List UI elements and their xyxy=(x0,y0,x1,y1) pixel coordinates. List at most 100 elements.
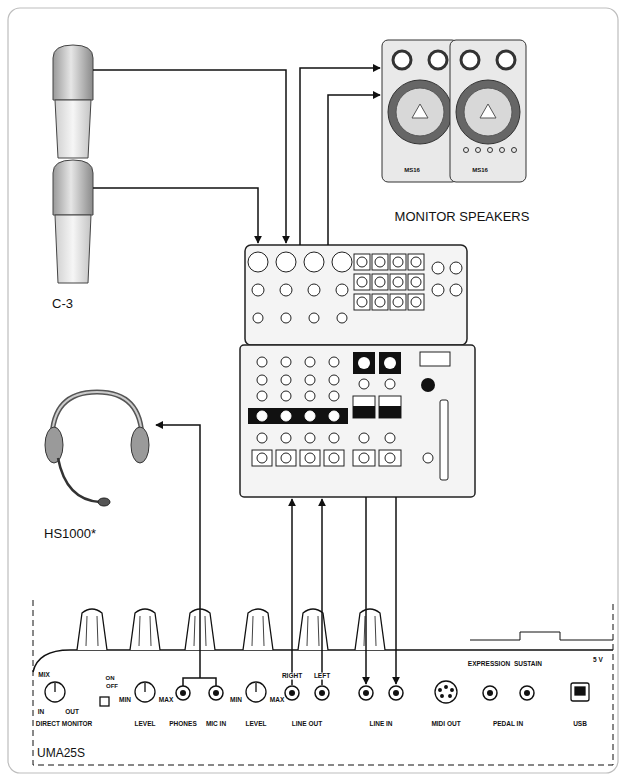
illustration-part xyxy=(375,257,385,267)
device-name: HS1000* xyxy=(44,526,150,541)
illustration-part xyxy=(281,391,291,401)
illustration-part xyxy=(354,294,370,310)
panel-label: LEVEL xyxy=(245,721,268,728)
illustration-part xyxy=(390,294,406,310)
illustration-part xyxy=(365,497,367,684)
device-group: MONITOR SPEAKERS xyxy=(372,38,552,228)
illustration-part xyxy=(308,284,320,296)
panel-label: OFF xyxy=(105,683,119,689)
panel-label: MAX xyxy=(158,697,174,704)
illustration-part xyxy=(439,689,442,692)
illustration-part xyxy=(248,252,268,272)
illustration-part xyxy=(257,433,267,443)
panel-label: LINE IN xyxy=(368,721,393,728)
illustration-part xyxy=(358,357,370,369)
illustration-part xyxy=(77,609,107,650)
illustration-part xyxy=(450,284,462,296)
illustration-part xyxy=(464,88,512,136)
illustration-part xyxy=(357,277,367,287)
illustration-part xyxy=(33,600,613,765)
illustration-part xyxy=(435,681,457,703)
illustration-part xyxy=(382,40,458,182)
illustration-part xyxy=(93,188,258,243)
microphone xyxy=(53,45,93,158)
illustration-part xyxy=(375,277,385,287)
illustration-part xyxy=(135,682,155,702)
illustration-part xyxy=(355,609,385,650)
illustration-part xyxy=(432,262,444,274)
panel-label: IN xyxy=(37,709,46,716)
illustration-part xyxy=(246,682,266,702)
illustration-part xyxy=(281,375,291,385)
illustration-part xyxy=(461,51,479,69)
illustration-part xyxy=(353,406,375,418)
panel-label: ON xyxy=(105,675,116,681)
illustration-part xyxy=(281,357,291,367)
illustration-part xyxy=(379,450,401,466)
illustration-part xyxy=(488,148,493,153)
illustration-part xyxy=(379,352,401,374)
illustration-part xyxy=(411,297,421,307)
illustration-part xyxy=(315,686,329,700)
panel-label: MAX xyxy=(269,697,285,704)
illustration-part xyxy=(281,313,291,323)
illustration-part xyxy=(450,40,526,182)
illustration-part xyxy=(305,357,315,367)
illustration-part xyxy=(384,357,396,369)
panel-controls xyxy=(45,681,589,706)
illustration-part xyxy=(375,297,385,307)
illustration-part xyxy=(332,252,352,272)
illustration-part xyxy=(359,379,369,389)
illustration-part xyxy=(470,632,613,640)
illustration-part xyxy=(393,257,403,267)
illustration-part xyxy=(257,357,267,367)
illustration-part xyxy=(483,686,497,700)
interface-panel xyxy=(33,600,613,765)
panel-label: 5 V xyxy=(592,657,604,664)
cable xyxy=(93,68,380,245)
illustration-part xyxy=(257,453,267,463)
illustration-part xyxy=(291,499,293,685)
illustration-part xyxy=(100,697,109,706)
illustration-part xyxy=(379,396,401,418)
illustration-part xyxy=(45,682,65,702)
illustration-part xyxy=(86,616,98,646)
illustration-part xyxy=(372,274,388,290)
illustration-part xyxy=(309,313,319,323)
illustration-part xyxy=(52,392,142,440)
illustration-part xyxy=(276,450,296,466)
illustration-part xyxy=(429,51,447,69)
illustration-part xyxy=(359,686,373,700)
illustration-part xyxy=(423,453,433,463)
illustration-part xyxy=(524,690,530,696)
panel-label: MS16 xyxy=(403,167,421,173)
device-name: UMA25S xyxy=(37,746,609,760)
illustration-part xyxy=(571,683,589,701)
illustration-part xyxy=(363,690,369,696)
illustration-part xyxy=(388,80,452,144)
illustration-part xyxy=(240,345,475,497)
illustration-part xyxy=(180,690,186,696)
illustration-part xyxy=(393,297,403,307)
illustration-part xyxy=(245,245,467,345)
illustration-part xyxy=(257,411,267,421)
illustration-part xyxy=(451,689,454,692)
illustration-part xyxy=(408,274,424,290)
device-name: C-3 xyxy=(52,296,98,311)
illustration-part xyxy=(248,408,348,424)
illustration-part xyxy=(305,391,315,401)
illustration-part xyxy=(456,80,520,144)
illustration-part xyxy=(395,497,397,684)
illustration-part xyxy=(520,686,534,700)
device-name: MONITOR SPEAKERS xyxy=(372,209,552,224)
illustration-part xyxy=(252,284,264,296)
illustration-part xyxy=(411,257,421,267)
illustration-part xyxy=(183,600,216,686)
illustration-part xyxy=(300,68,380,245)
illustration-part xyxy=(252,450,272,466)
panel-label: SUSTAIN xyxy=(513,661,543,668)
illustration-part xyxy=(98,498,110,506)
illustration-part xyxy=(305,433,315,443)
